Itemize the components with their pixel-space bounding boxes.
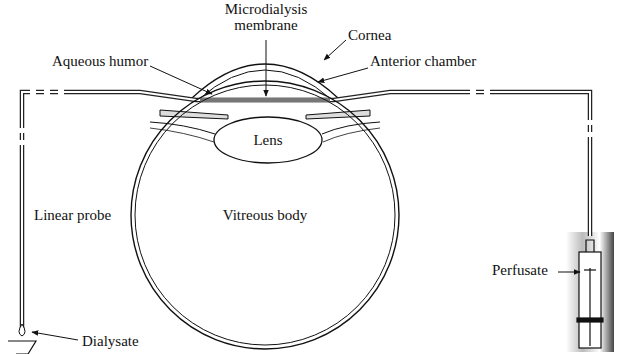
cornea-label: Cornea — [348, 28, 391, 44]
iris-right — [306, 110, 370, 119]
iris-left — [160, 110, 228, 119]
linear-probe-tube — [17, 88, 595, 330]
node-text: Vitreous body — [223, 207, 308, 224]
collection-vial — [8, 341, 36, 354]
chamber-fluid-label: Aqueous humor — [52, 54, 148, 70]
membrane-label: Microdialysis membrane — [216, 2, 316, 34]
perfusate-label: Perfusate — [492, 263, 548, 279]
dialysate-drop — [19, 324, 25, 336]
lens-ellipse: Lens — [213, 116, 323, 164]
syringe-band — [566, 232, 614, 352]
eyeball-circle: Vitreous body Lens — [130, 80, 400, 350]
node-text: Lens — [253, 132, 282, 149]
anterior-chamber-label: Anterior chamber — [370, 54, 476, 70]
probe-label: Linear probe — [34, 208, 111, 224]
leader-lines — [32, 40, 580, 340]
dialysate-label: Dialysate — [82, 334, 139, 350]
syringe — [577, 240, 603, 348]
